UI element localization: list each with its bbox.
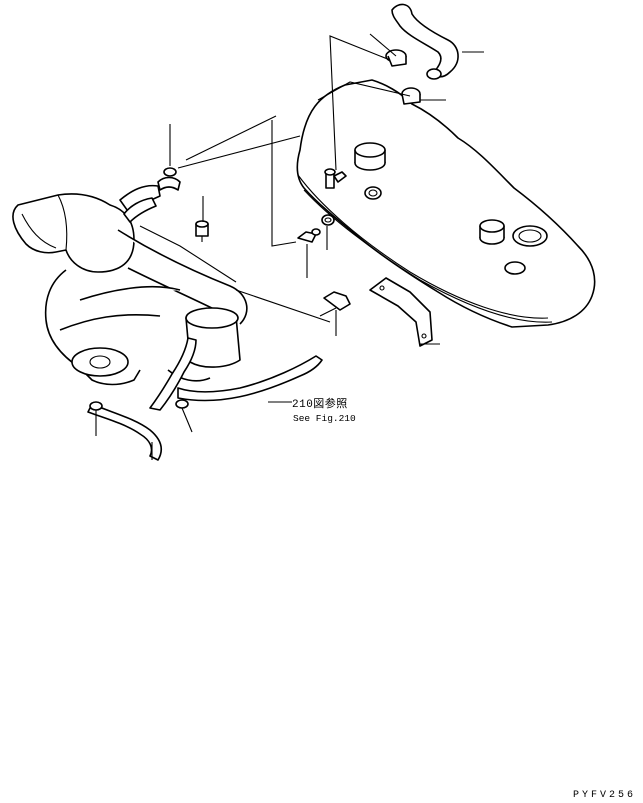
retaining-clip xyxy=(319,291,351,317)
breather-hose-top xyxy=(391,3,459,80)
assembly-guide-lines xyxy=(139,35,411,323)
leader-lines xyxy=(95,33,484,460)
hose-clamp-lower-mid xyxy=(175,399,189,409)
hose-clamp-left xyxy=(157,167,181,191)
mounting-bolt xyxy=(195,220,209,242)
hose-clamp-lower-left xyxy=(89,401,103,411)
breather-outlet xyxy=(364,186,382,200)
water-hose-long xyxy=(177,355,323,402)
breather-nipple xyxy=(324,168,347,189)
fitting-a xyxy=(297,228,321,243)
drawing-code: PYFV256 xyxy=(573,790,637,801)
plug-right-ring xyxy=(512,225,548,247)
oil-filler-cap xyxy=(354,142,386,171)
water-hose-bypass xyxy=(87,337,197,461)
connector-hose-upper xyxy=(123,197,157,223)
mounting-bracket xyxy=(369,277,433,347)
reference-label-jp: 210図参照 xyxy=(292,399,348,411)
leader-clamp-top xyxy=(369,33,397,57)
cover-boss xyxy=(504,261,526,275)
fitting-b xyxy=(321,214,335,226)
plug-left xyxy=(479,219,505,245)
leader-hose-lower-mid xyxy=(181,407,193,433)
hose-clamp-upper-right xyxy=(401,87,421,105)
reference-label-en: See Fig.210 xyxy=(293,413,356,424)
rocker-cover xyxy=(296,79,596,328)
hose-clamp-top xyxy=(385,49,407,67)
manifold-assembly xyxy=(12,184,248,386)
